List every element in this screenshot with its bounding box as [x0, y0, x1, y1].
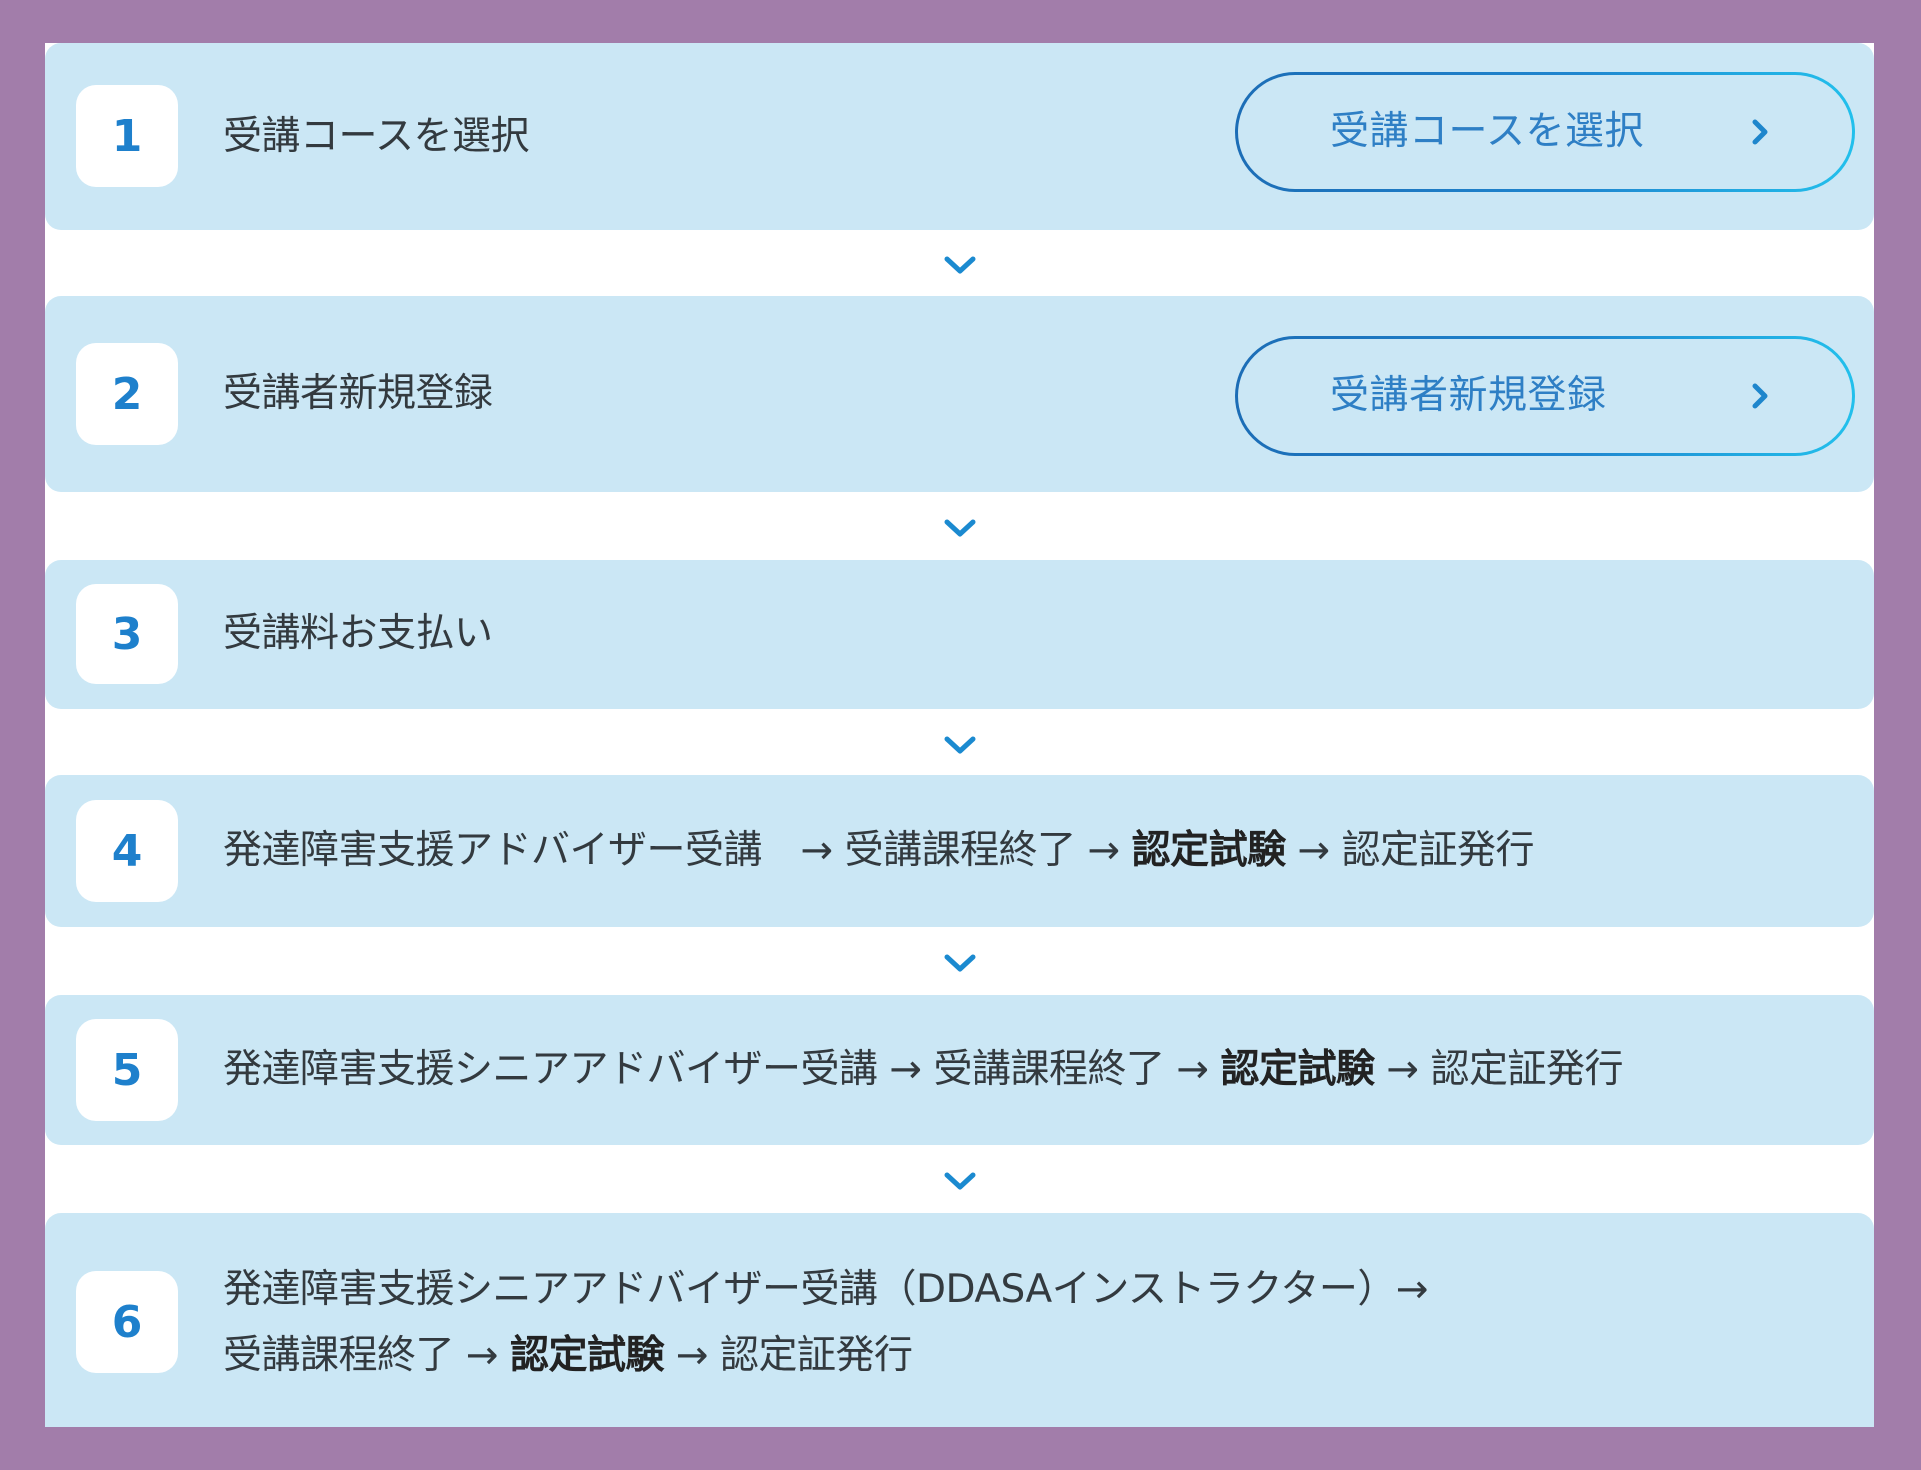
step-label-4: 発達障害支援アドバイザー受講 → 受講課程終了 → 認定試験 → 認定証発行	[223, 818, 1535, 884]
step-5-text-a: 発達障害支援シニアアドバイザー受講 → 受講課程終了 →	[223, 1047, 1221, 1092]
select-course-button-inner: 受講コースを選択	[1238, 75, 1852, 189]
new-registration-button-inner: 受講者新規登録	[1238, 339, 1852, 453]
step-panel-1: 1 受講コースを選択 受講コースを選択	[45, 43, 1874, 230]
chevron-down-icon	[944, 1172, 976, 1190]
step-panel-5: 5 発達障害支援シニアアドバイザー受講 → 受講課程終了 → 認定試験 → 認定…	[45, 995, 1874, 1145]
step-label-1: 受講コースを選択	[223, 114, 530, 159]
step-label-5: 発達障害支援シニアアドバイザー受講 → 受講課程終了 → 認定試験 → 認定証発…	[223, 1037, 1623, 1103]
chevron-right-icon	[1752, 383, 1768, 409]
step-panel-6: 6 発達障害支援シニアアドバイザー受講（DDASAインストラクター）→ 受講課程…	[45, 1213, 1874, 1427]
step-label-3: 受講料お支払い	[223, 611, 493, 656]
chevron-down-icon	[944, 519, 976, 537]
step-number-4: 4	[76, 800, 178, 902]
step-label-6-line2: 受講課程終了 → 認定試験 → 認定証発行	[223, 1323, 913, 1389]
select-course-button[interactable]: 受講コースを選択	[1235, 72, 1855, 192]
registration-flow: 1 受講コースを選択 受講コースを選択 2 受講者新規登録 受講者新規登録	[45, 43, 1874, 1427]
step-6-text-a: 受講課程終了 →	[223, 1333, 510, 1378]
step-4-text-a: 発達障害支援アドバイザー受講 → 受講課程終了 →	[223, 828, 1132, 873]
step-6-text-b: → 認定証発行	[664, 1333, 913, 1378]
select-course-button-label: 受講コースを選択	[1330, 109, 1645, 154]
step-label-6-line1: 発達障害支援シニアアドバイザー受講（DDASAインストラクター）→	[223, 1267, 1429, 1312]
step-number-5: 5	[76, 1019, 178, 1121]
new-registration-button[interactable]: 受講者新規登録	[1235, 336, 1855, 456]
new-registration-button-label: 受講者新規登録	[1330, 373, 1607, 418]
step-5-text-bold: 認定試験	[1220, 1047, 1375, 1092]
step-6-text-bold: 認定試験	[509, 1333, 665, 1378]
chevron-right-icon	[1752, 119, 1768, 145]
step-5-text-b: → 認定証発行	[1374, 1047, 1623, 1092]
chevron-down-icon	[944, 256, 976, 274]
step-number-1: 1	[76, 85, 178, 187]
chevron-down-icon	[944, 954, 976, 972]
step-number-6: 6	[76, 1271, 178, 1373]
step-number-3: 3	[76, 584, 178, 684]
step-label-2: 受講者新規登録	[223, 371, 493, 416]
chevron-down-icon	[944, 736, 976, 754]
step-4-text-bold: 認定試験	[1131, 828, 1287, 873]
step-panel-4: 4 発達障害支援アドバイザー受講 → 受講課程終了 → 認定試験 → 認定証発行	[45, 775, 1874, 927]
step-number-2: 2	[76, 343, 178, 445]
step-4-text-b: → 認定証発行	[1285, 828, 1535, 873]
step-panel-2: 2 受講者新規登録 受講者新規登録	[45, 296, 1874, 492]
step-panel-3: 3 受講料お支払い	[45, 560, 1874, 709]
